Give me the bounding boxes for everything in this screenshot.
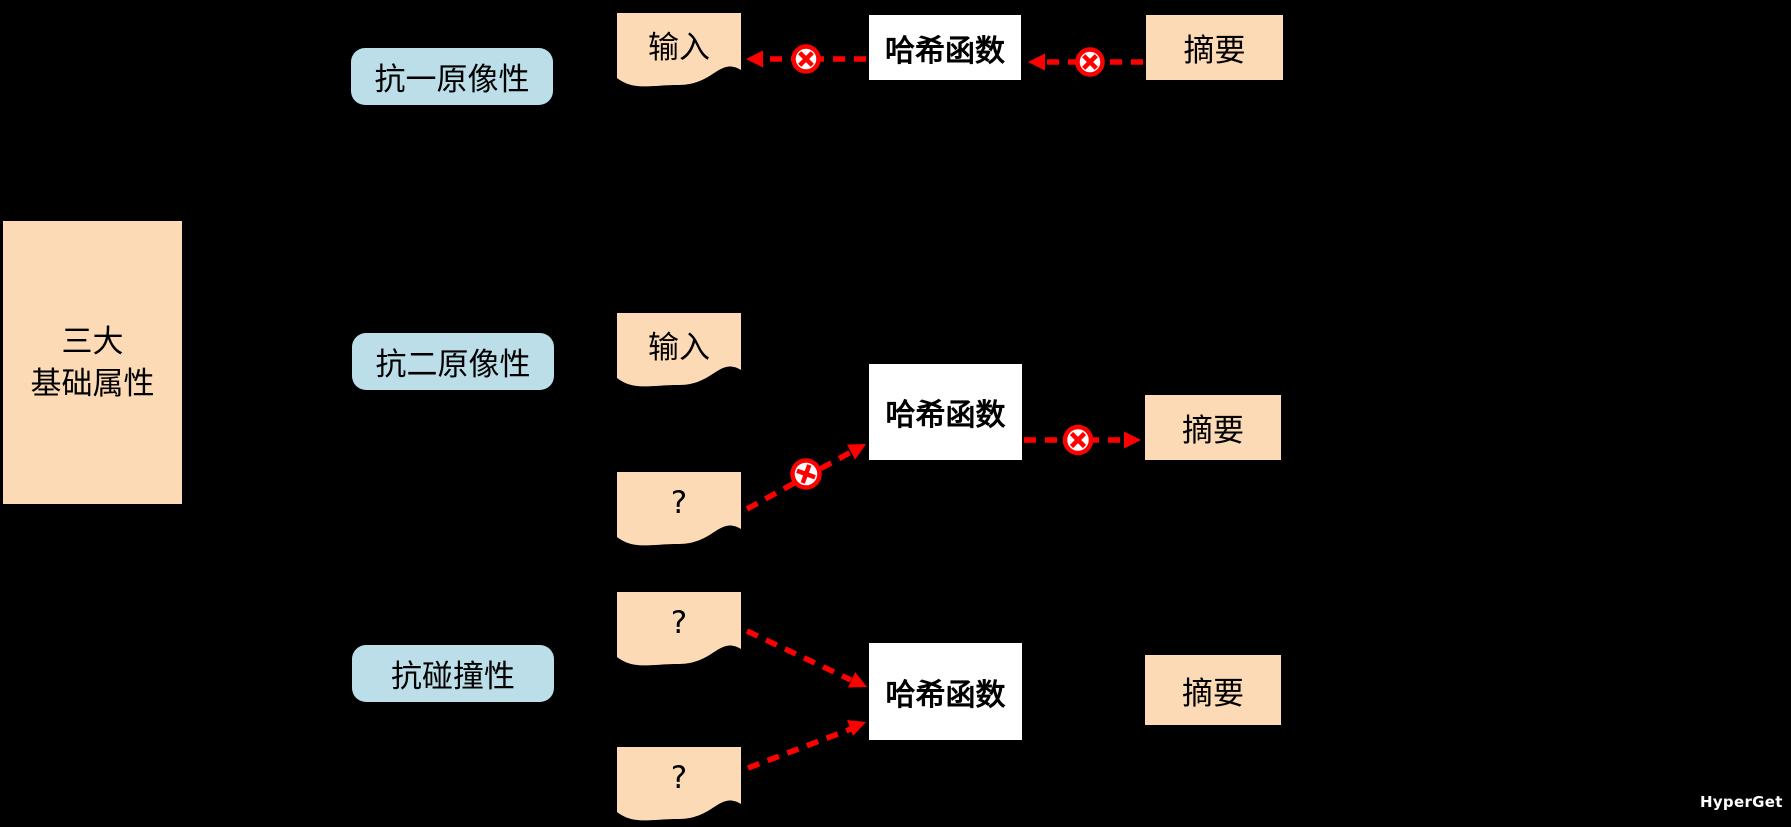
- document-shape: [617, 592, 741, 666]
- doc-unknown-row3-bottom: ?: [616, 747, 742, 825]
- doc-unknown-row2: ?: [616, 472, 742, 550]
- arrow-unknown-top-to-hash: [745, 628, 867, 688]
- property-label-second-preimage-text: 抗二原像性: [375, 347, 531, 383]
- root-box-three-properties: 三大 基础属性: [3, 221, 182, 504]
- root-label-line2: 基础属性: [30, 365, 155, 402]
- doc-input-row1-text: 输入: [648, 29, 710, 66]
- hash-function-box-row2: 哈希函数: [869, 364, 1022, 460]
- digest-box-row1: 摘要: [1146, 15, 1283, 80]
- property-label-first-preimage: 抗一原像性: [351, 48, 553, 105]
- doc-input-row2-text: 输入: [648, 329, 710, 366]
- digest-box-row3-text: 摘要: [1182, 675, 1244, 712]
- blocked-arrow-digest-to-hash: [1028, 53, 1143, 71]
- doc-unknown-row3-top: ?: [616, 592, 742, 670]
- hash-function-box-row3-text: 哈希函数: [885, 677, 1006, 713]
- arrow-unknown-bottom-to-hash: [747, 719, 866, 771]
- crossed-circle-icon: [791, 44, 821, 74]
- digest-box-row1-text: 摘要: [1183, 33, 1246, 69]
- document-shape: [617, 472, 741, 546]
- doc-unknown-row3-bottom-text: ?: [670, 760, 688, 796]
- digest-box-row2-text: 摘要: [1182, 413, 1244, 449]
- doc-input-row2: 输入: [616, 313, 742, 391]
- property-label-collision-resistance: 抗碰撞性: [352, 645, 554, 702]
- crossed-circle-icon: [1062, 424, 1094, 456]
- digest-box-row3: 摘要: [1145, 655, 1281, 725]
- root-label-line1: 三大: [61, 323, 124, 360]
- blocked-arrow-hash-to-input: [746, 50, 866, 68]
- crossed-circle-icon: [1075, 47, 1105, 77]
- blocked-arrow-unknown-to-hash: [745, 444, 866, 512]
- blocked-arrow-hash-to-digest: [1024, 431, 1141, 449]
- document-shape: [617, 747, 741, 821]
- hash-function-box-row3: 哈希函数: [869, 643, 1022, 740]
- hash-function-box-row2-text: 哈希函数: [885, 398, 1006, 433]
- watermark-hyperget: HyperGet: [1700, 793, 1783, 811]
- digest-box-row2: 摘要: [1145, 395, 1281, 460]
- doc-unknown-row2-text: ?: [670, 485, 688, 521]
- root-label: 三大 基础属性: [31, 321, 155, 405]
- property-label-collision-resistance-text: 抗碰撞性: [391, 659, 515, 695]
- crossed-circle-icon: [790, 458, 822, 490]
- hash-function-box-row1: 哈希函数: [869, 15, 1021, 80]
- doc-input-row1: 输入: [616, 13, 742, 91]
- property-label-second-preimage: 抗二原像性: [352, 333, 554, 390]
- hash-function-box-row1-text: 哈希函数: [885, 33, 1005, 69]
- document-shape: [617, 13, 741, 87]
- property-label-first-preimage-text: 抗一原像性: [374, 62, 530, 98]
- document-shape: [617, 313, 741, 387]
- doc-unknown-row3-top-text: ?: [670, 605, 688, 641]
